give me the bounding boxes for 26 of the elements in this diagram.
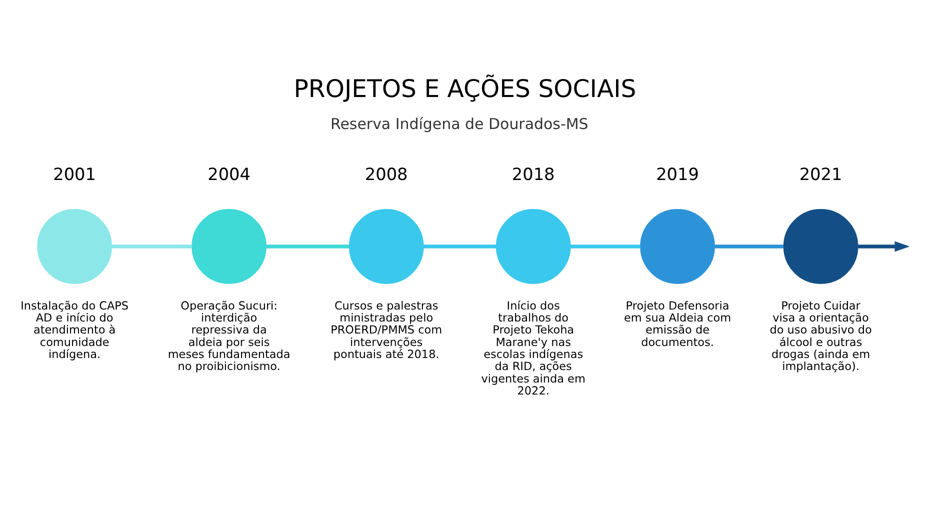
connector [423,244,496,248]
node-label: Operação Sucuri: interdição repressiva da aldeia por seis meses fundamentada no proibicionismo. [168,298,290,373]
node-label: 2021 [799,163,842,184]
node-circle [783,208,858,284]
node-label: Instalação do CAPS AD e início do atendimento à comunidade indígena. [20,298,129,360]
node-label: Projeto Defensoria em sua Aldeia com emissão de documentos. [624,298,732,348]
node-label: Cursos e palestras ministradas pelo PROERD/PMMS com intervenções pontuais até 2018. [330,298,442,360]
node-label: Início dos trabalhos do Projeto Tekoha Marane'y nas escolas indígenas da RID, ações vigentes ainda em 2022. [481,298,586,398]
node-label: 2018 [512,163,555,184]
node-circle [192,208,266,284]
node-label: Projeto Cuidar visa a orientação do uso abusivo do álcool e outras drogas (ainda em implantação). [770,298,872,373]
connector [112,244,192,248]
node-circle [37,208,112,284]
diagram-title: PROJETOS E AÇÕES SOCIAIS [294,73,636,102]
connector [714,244,784,248]
node-circle [496,208,571,284]
node-circle [640,208,715,284]
label: Reserva Indígena de Dourados-MS [330,114,588,132]
arrow [858,240,910,252]
node-label: 2019 [656,163,699,184]
connector [570,244,640,248]
connector [266,244,350,248]
node-circle [348,208,424,284]
node-label: 2004 [208,163,250,184]
node-label: 2008 [364,163,408,184]
node-label: 2001 [53,163,96,184]
